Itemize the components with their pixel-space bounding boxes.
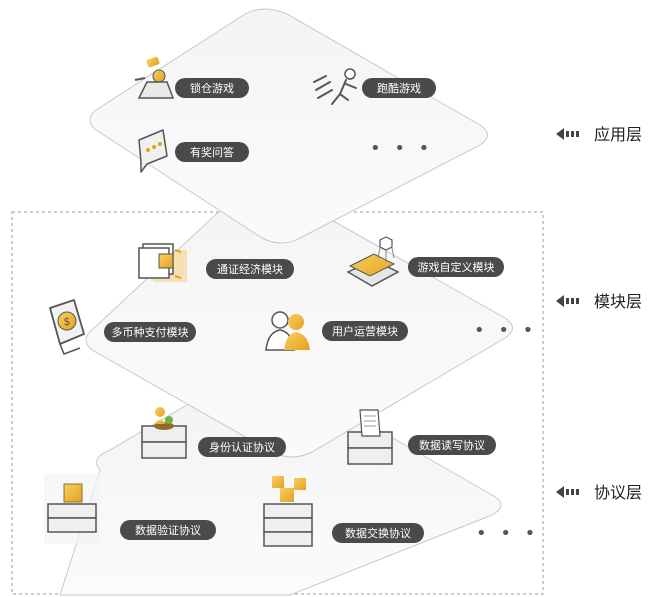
protocol-layer-marker [556, 486, 579, 498]
identity-server-icon [141, 407, 187, 459]
data-read-write-label: 数据读写协议 [419, 438, 485, 452]
module-layer-marker [556, 295, 579, 307]
data-read-write-label-pill: 数据读写协议 [408, 435, 496, 455]
token-cards-icon [138, 243, 187, 282]
application-layer-plate [89, 8, 488, 244]
multi-currency-payment-label-pill: 多币种支付模块 [104, 322, 196, 342]
application-layer-label: 应用层 [594, 125, 642, 144]
running-game-icon [313, 68, 357, 105]
exchange-server-icon [263, 476, 313, 547]
identity-auth-label-pill: 身份认证协议 [198, 437, 286, 457]
running-game-label-pill: 跑酷游戏 [362, 78, 436, 98]
game-custom-label: 游戏自定义模块 [418, 260, 495, 274]
running-game-label: 跑酷游戏 [377, 81, 421, 95]
quiz-chat-icon [138, 129, 168, 173]
module-layer-label: 模块层 [594, 292, 642, 311]
data-verify-label: 数据验证协议 [135, 523, 201, 537]
lock-staking-game-label-pill: 锁仓游戏 [175, 78, 249, 98]
application-layer-marker [556, 128, 579, 140]
protocol-more-dots: • • • [476, 523, 539, 544]
protocol-layer-label: 协议层 [594, 483, 642, 502]
game-custom-icon [346, 236, 400, 287]
user-operations-label-pill: 用户运营模块 [322, 321, 408, 341]
user-operations-label: 用户运营模块 [332, 324, 398, 338]
multi-currency-payment-label: 多币种支付模块 [112, 325, 189, 339]
lock-staking-game-icon [134, 56, 175, 99]
token-economy-label: 通证经济模块 [217, 262, 283, 276]
application-more-dots: • • • [370, 138, 433, 159]
data-verify-label-pill: 数据验证协议 [120, 520, 216, 540]
quiz-label-pill: 有奖问答 [175, 142, 249, 162]
quiz-label: 有奖问答 [190, 145, 234, 159]
lock-staking-game-label: 锁仓游戏 [190, 81, 234, 95]
game-custom-label-pill: 游戏自定义模块 [408, 257, 504, 277]
data-exchange-label-pill: 数据交换协议 [332, 523, 424, 543]
identity-auth-label: 身份认证协议 [209, 440, 275, 454]
multi-currency-payment-icon: $ [49, 299, 85, 355]
verify-server-icon [44, 474, 100, 544]
document-server-icon [347, 409, 393, 465]
svg-text:$: $ [64, 315, 71, 328]
token-economy-label-pill: 通证经济模块 [206, 259, 294, 279]
module-more-dots: • • • [474, 320, 537, 341]
data-exchange-label: 数据交换协议 [345, 526, 411, 540]
user-operations-icon [265, 311, 310, 351]
